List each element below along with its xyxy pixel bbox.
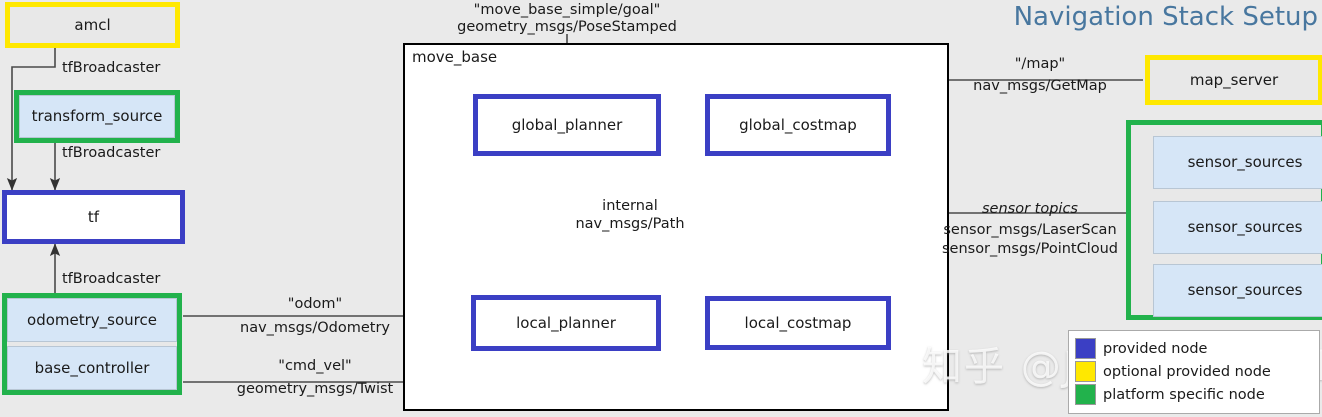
node-sensor-sources-1[interactable]: sensor_sources <box>1153 136 1322 189</box>
node-local-costmap[interactable]: local_costmap <box>705 296 891 350</box>
node-local-planner[interactable]: local_planner <box>471 295 661 351</box>
page-title: Navigation Stack Setup <box>1013 2 1318 32</box>
legend-swatch-platform-icon <box>1075 384 1096 405</box>
node-transform-source[interactable]: transform_source <box>19 95 175 138</box>
edge-label-internal-type: nav_msgs/Path <box>575 216 685 232</box>
node-global-costmap[interactable]: global_costmap <box>705 94 891 156</box>
edge-label-internal-topic: internal <box>602 198 658 214</box>
node-sensor-sources-2[interactable]: sensor_sources <box>1153 201 1322 254</box>
edge-amcl-to-tf <box>6 45 56 191</box>
platform-group-sensors: sensor_sources sensor_sources sensor_sou… <box>1126 120 1322 320</box>
edge-label-goal-type: geometry_msgs/PoseStamped <box>457 19 677 35</box>
legend-item-platform: platform specific node <box>1075 383 1311 406</box>
node-global-planner-label: global_planner <box>511 115 623 134</box>
node-sensor-sources-1-label: sensor_sources <box>1187 153 1303 172</box>
platform-group-transform: transform_source <box>14 90 180 143</box>
node-map-server[interactable]: map_server <box>1145 55 1322 105</box>
legend: provided node optional provided node pla… <box>1068 330 1320 414</box>
platform-group-base: odometry_source base_controller <box>2 293 182 395</box>
legend-label-platform: platform specific node <box>1103 386 1265 403</box>
node-odometry-source-label: odometry_source <box>27 310 157 329</box>
edge-label-tfbroadcaster-3: tfBroadcaster <box>62 271 161 287</box>
edge-label-tfbroadcaster-1: tfBroadcaster <box>62 60 161 76</box>
node-global-planner[interactable]: global_planner <box>473 94 661 156</box>
legend-swatch-optional-icon <box>1075 361 1096 382</box>
legend-label-provided: provided node <box>1103 340 1208 357</box>
edge-label-odom-type: nav_msgs/Odometry <box>240 320 390 336</box>
node-base-controller-label: base_controller <box>34 358 150 377</box>
node-odometry-source[interactable]: odometry_source <box>7 298 177 342</box>
edge-label-odom-topic: "odom" <box>287 296 343 312</box>
node-sensor-sources-2-label: sensor_sources <box>1187 218 1303 237</box>
edge-label-cmdvel-topic: "cmd_vel" <box>278 358 352 374</box>
node-sensor-sources-3[interactable]: sensor_sources <box>1153 264 1322 317</box>
edge-label-map-type: nav_msgs/GetMap <box>973 78 1107 94</box>
edge-label-tfbroadcaster-2: tfBroadcaster <box>62 145 161 161</box>
node-amcl-label: amcl <box>74 15 111 34</box>
node-tf-label: tf <box>87 207 100 226</box>
legend-swatch-provided-icon <box>1075 338 1096 359</box>
edge-label-sensor-type-2: sensor_msgs/PointCloud <box>941 241 1119 257</box>
node-local-costmap-label: local_costmap <box>744 313 852 332</box>
legend-item-provided: provided node <box>1075 337 1311 360</box>
edge-label-sensor-topic: sensor topics <box>982 201 1078 217</box>
legend-label-optional: optional provided node <box>1103 363 1271 380</box>
edge-label-map-topic: "/map" <box>1014 56 1066 72</box>
node-transform-source-label: transform_source <box>31 107 163 126</box>
legend-item-optional: optional provided node <box>1075 360 1311 383</box>
node-amcl[interactable]: amcl <box>5 2 180 48</box>
move-base-label: move_base <box>412 48 498 66</box>
node-map-server-label: map_server <box>1189 70 1279 89</box>
node-sensor-sources-3-label: sensor_sources <box>1187 281 1303 300</box>
node-global-costmap-label: global_costmap <box>739 115 857 134</box>
node-local-planner-label: local_planner <box>516 313 616 332</box>
node-base-controller[interactable]: base_controller <box>7 346 177 390</box>
edge-label-sensor-type-1: sensor_msgs/LaserScan <box>943 222 1117 238</box>
node-tf[interactable]: tf <box>2 190 185 244</box>
edge-label-goal-topic: "move_base_simple/goal" <box>473 2 661 18</box>
edge-label-cmdvel-type: geometry_msgs/Twist <box>236 381 394 397</box>
